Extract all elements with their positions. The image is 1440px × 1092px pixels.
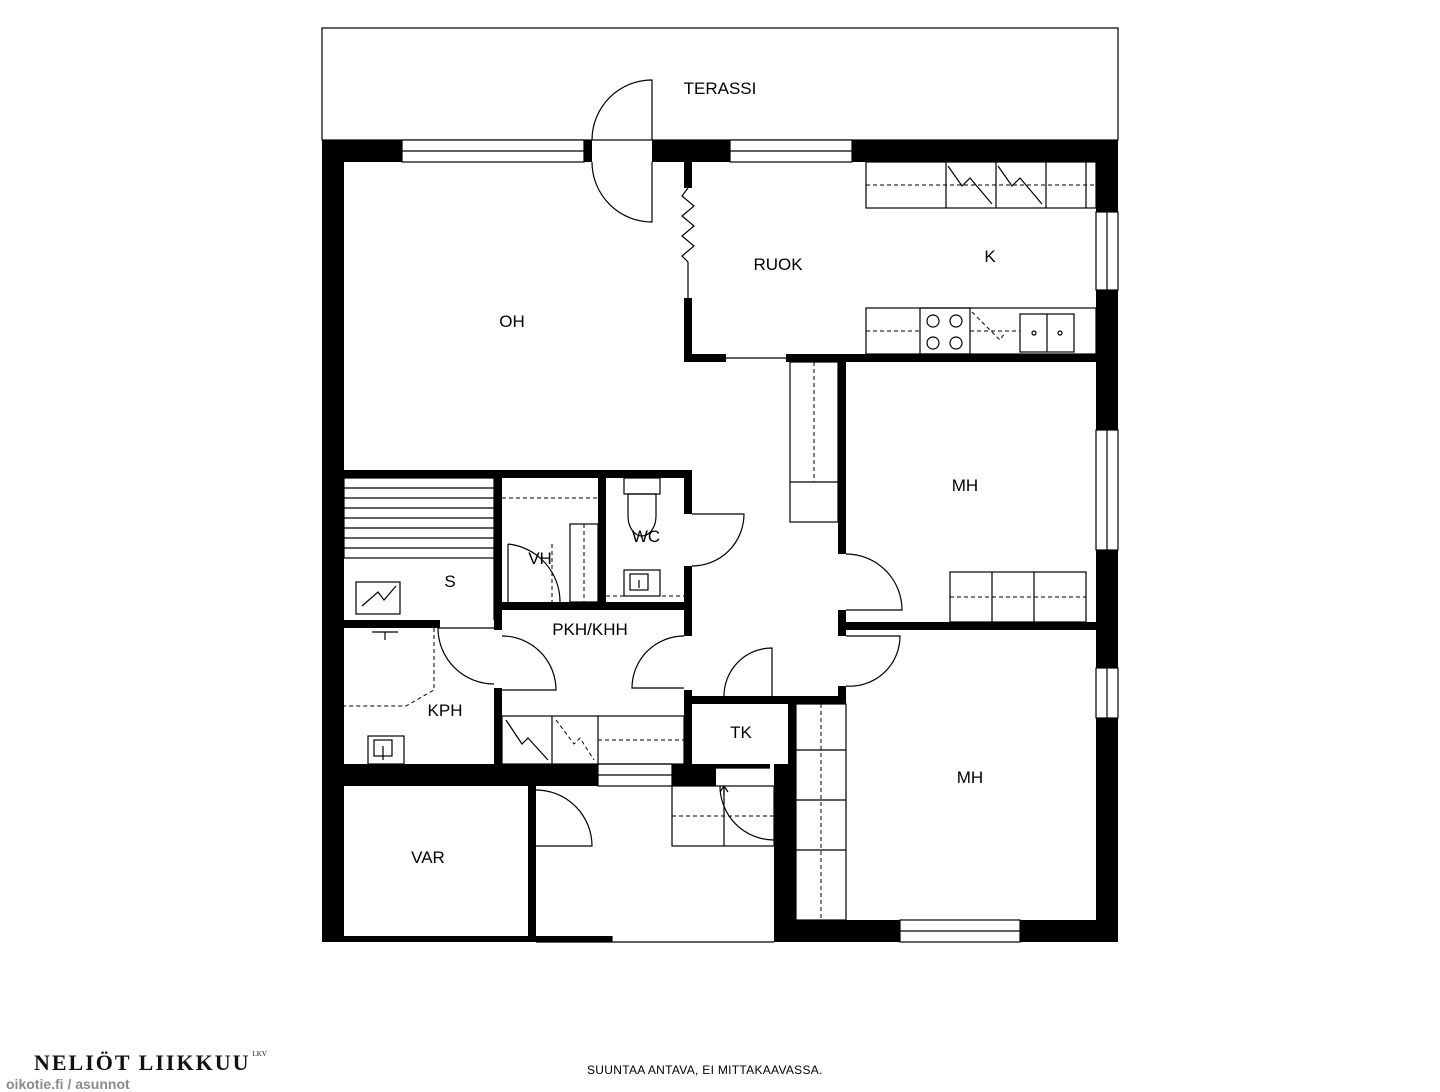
entry-outline bbox=[536, 936, 774, 943]
interior-walls bbox=[322, 162, 1098, 942]
entry-cabinet bbox=[671, 767, 775, 847]
watermark: oikotie.fi / asunnot bbox=[6, 1076, 130, 1092]
outer-walls bbox=[322, 140, 1118, 942]
room-label-var: VAR bbox=[411, 848, 445, 867]
door-swings bbox=[437, 513, 903, 847]
room-label-oh: OH bbox=[499, 312, 525, 331]
room-label-ruok: RUOK bbox=[753, 255, 803, 274]
room-label-s: S bbox=[444, 572, 455, 591]
kph-fixtures bbox=[344, 628, 435, 765]
room-label-k: K bbox=[984, 247, 996, 266]
windows bbox=[401, 139, 1119, 943]
room-label-tk: TK bbox=[730, 723, 752, 742]
brand-name: NELIÖT LIIKKUU bbox=[34, 1050, 251, 1075]
hall-wardrobe bbox=[789, 361, 839, 523]
kitchen-counter bbox=[865, 307, 1097, 355]
terrace-door bbox=[591, 79, 653, 223]
room-label-terassi: TERASSI bbox=[684, 79, 757, 98]
sauna-benches bbox=[343, 477, 495, 620]
bedroom2-wardrobe bbox=[795, 703, 847, 921]
room-label-wc: WC bbox=[632, 527, 660, 546]
room-label-mh-2: MH bbox=[957, 768, 983, 787]
room-label-vh: VH bbox=[528, 549, 552, 568]
room-label-mh-1: MH bbox=[952, 476, 978, 495]
scale-note: SUUNTAA ANTAVA, EI MITTAKAAVASSA. bbox=[587, 1063, 823, 1077]
folding-door bbox=[681, 187, 695, 263]
wc-fixtures bbox=[606, 477, 684, 597]
brand-mark: LKV bbox=[252, 1050, 267, 1058]
pkh-fixtures bbox=[501, 715, 685, 765]
room-label-kph: KPH bbox=[428, 701, 463, 720]
bedroom1-wardrobe bbox=[949, 571, 1087, 623]
vh-closet bbox=[502, 497, 599, 603]
kitchen-upper-cabinets bbox=[865, 161, 1097, 209]
room-label-pkh: PKH/KHH bbox=[552, 620, 628, 639]
